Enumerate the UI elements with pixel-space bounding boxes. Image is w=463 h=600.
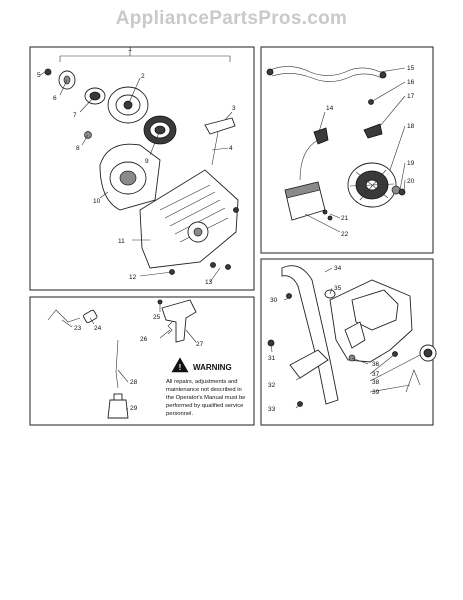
label-part-39: 39 [372,389,380,396]
label-part-22: 22 [341,231,349,238]
label-part-26: 26 [140,336,148,343]
label-part-33: 33 [268,406,276,413]
fuel-filter-part-24 [83,309,98,324]
trigger-part-27 [161,299,197,343]
bracket-part-32 [289,349,329,379]
spark-plug-lead-part-14 [299,139,319,181]
screw-part-13c [233,207,239,213]
label-part-11: 11 [118,238,125,245]
warning-line-2: maintenance not described in [166,387,242,393]
label-part-12: 12 [129,274,137,281]
label-part-5: 5 [37,72,41,79]
label-part-8: 8 [76,145,80,152]
label-part-28: 28 [130,379,138,386]
label-part-4: 4 [229,145,233,152]
label-part-36: 36 [372,361,380,368]
label-part-2: 2 [141,73,145,80]
label-part-31: 31 [268,355,276,362]
label-part-35: 35 [334,285,342,292]
screw-part-13b [225,264,231,270]
warning-triangle-icon [171,357,189,373]
label-part-23: 23 [74,325,82,332]
label-part-25: 25 [153,314,161,321]
label-part-30: 30 [270,297,278,304]
panel-fuel [29,296,255,426]
screw-part-30 [286,293,292,299]
screw-part-21a [322,209,328,215]
label-part-3: 3 [232,105,236,112]
label-part-6: 6 [53,95,57,102]
warning-line-4: performed by qualified service [166,403,243,409]
clip-part-17 [363,123,383,139]
handle-assembly [267,265,437,409]
label-part-29: 29 [130,405,138,412]
warning-title: WARNING [193,363,232,372]
warning-line-1: All repairs, adjustments and [166,379,238,385]
panel-ignition [260,46,434,254]
screw-part-21b [327,215,333,221]
label-part-27: 27 [196,341,204,348]
warning-line-3: the Operator's Manual must be [166,395,245,401]
label-part-13: 13 [205,279,213,286]
ignition-assembly [266,66,406,233]
starter-rope-part-4 [211,131,219,166]
label-part-14: 14 [326,105,334,112]
label-part-24: 24 [94,325,102,332]
label-part-20: 20 [407,178,415,185]
fuel-assembly: ! [47,299,197,419]
nut-part-20 [398,188,406,196]
label-part-21: 21 [341,215,349,222]
starter-assembly [39,50,239,283]
front-handle-part-34 [281,265,339,405]
spring-part-39 [405,369,421,393]
spring-part-26 [167,321,173,335]
panel-handle [260,258,434,426]
fuel-line-part-23 [47,309,81,323]
label-part-19: 19 [407,160,415,167]
label-part-1: 1 [128,46,132,53]
label-part-34: 34 [334,265,342,272]
label-part-37: 37 [372,371,380,378]
fuel-tube-part-28 [115,339,119,389]
screw-part-13a [210,262,216,268]
label-part-15: 15 [407,65,415,72]
starter-handle-part-3 [204,117,236,135]
fan-housing-part-11 [139,169,239,269]
screw-part-5 [44,68,52,76]
label-part-18: 18 [407,123,415,130]
panel-starter [29,46,255,291]
label-part-17: 17 [407,93,415,100]
label-part-9: 9 [145,158,149,165]
wire-harness-part-15 [269,66,381,76]
bottle-part-29 [107,399,129,419]
svg-text:!: ! [179,363,182,372]
label-part-10: 10 [93,198,101,205]
warning-line-5: personnel. [166,411,193,417]
label-part-7: 7 [73,112,77,119]
label-part-32: 32 [268,382,276,389]
label-part-38: 38 [372,379,380,386]
label-part-16: 16 [407,79,415,86]
watermark-text: AppliancePartsPros.com [115,8,348,29]
